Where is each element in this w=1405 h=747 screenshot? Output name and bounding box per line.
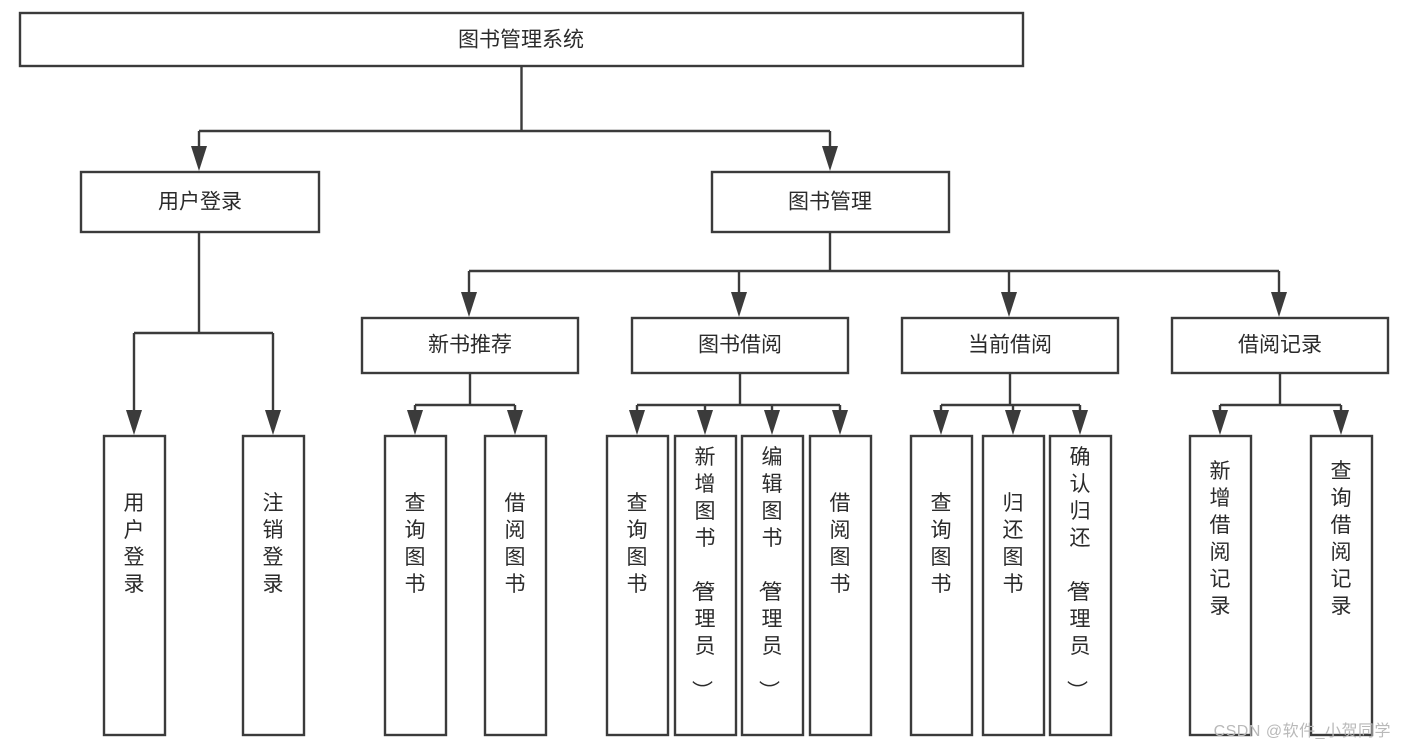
leaf-borrow-add-book[interactable]: 新增图书（管理员）: [673, 434, 738, 737]
leaf-newbook-query[interactable]: 查询图书: [383, 434, 448, 737]
leaf-records-query-rect[interactable]: [1309, 434, 1374, 737]
leaf-borrow-query[interactable]: 查询图书: [605, 434, 670, 737]
leaf-newbook-query-label: 查询图书: [405, 492, 426, 596]
node-user-login-label: 用户登录: [158, 191, 242, 214]
arrow-head-borrow-query: [629, 410, 645, 435]
node-user-login[interactable]: 用户登录: [79, 170, 321, 234]
arrow-head-records-query: [1333, 410, 1349, 435]
arrow-head-newbook: [461, 292, 477, 317]
node-current-borrow-label: 当前借阅: [968, 334, 1052, 357]
node-current-borrow-rect[interactable]: [900, 316, 1120, 375]
leaf-borrow-edit-book-label: 编辑图书（管理员）: [757, 446, 783, 701]
leaf-borrow-edit-book-rect[interactable]: [740, 434, 805, 737]
node-book-borrow-rect[interactable]: [630, 316, 850, 375]
node-new-book-recommend[interactable]: 新书推荐: [360, 316, 580, 375]
leaf-borrow-lend-book-label: 借阅图书: [830, 492, 851, 596]
arrow-head-borrow: [731, 292, 747, 317]
leaf-records-query-label: 查询借阅记录: [1331, 460, 1352, 618]
node-user-login-rect[interactable]: [79, 170, 321, 234]
node-book-management[interactable]: 图书管理: [710, 170, 951, 234]
node-layer: 图书管理系统 用户登录 图书管理 新书推荐 图书借阅 当前: [18, 11, 1390, 737]
arrow-head-login: [191, 146, 207, 171]
leaf-logout-label: 注销登录: [263, 492, 284, 596]
leaf-newbook-borrow-label: 借阅图书: [505, 492, 526, 596]
arrow-head-current-confirm: [1072, 410, 1088, 435]
leaf-current-return-label: 归还图书: [1003, 492, 1024, 596]
leaf-logout[interactable]: 注销登录: [241, 434, 306, 737]
node-root[interactable]: 图书管理系统: [18, 11, 1025, 68]
node-root-label: 图书管理系统: [458, 29, 584, 52]
leaf-borrow-query-rect[interactable]: [605, 434, 670, 737]
leaf-records-add[interactable]: 新增借阅记录: [1188, 434, 1253, 737]
leaf-records-query[interactable]: 查询借阅记录: [1309, 434, 1374, 737]
leaf-current-confirm-return-rect[interactable]: [1048, 434, 1113, 737]
leaf-current-query-rect[interactable]: [909, 434, 974, 737]
arrow-head-current-return: [1005, 410, 1021, 435]
node-book-borrow[interactable]: 图书借阅: [630, 316, 850, 375]
arrow-head-leaf-logout: [265, 410, 281, 435]
leaf-current-return[interactable]: 归还图书: [981, 434, 1046, 737]
leaf-borrow-edit-book[interactable]: 编辑图书（管理员）: [740, 434, 805, 737]
arrow-head-current: [1001, 292, 1017, 317]
node-borrow-records-label: 借阅记录: [1238, 334, 1322, 357]
leaf-user-login[interactable]: 用户登录: [102, 434, 167, 737]
node-new-book-recommend-rect[interactable]: [360, 316, 580, 375]
leaf-borrow-add-book-rect[interactable]: [673, 434, 738, 737]
node-new-book-recommend-label: 新书推荐: [428, 334, 512, 357]
node-root-rect[interactable]: [18, 11, 1025, 68]
csdn-watermark: CSDN @软件_小贺同学: [1213, 723, 1391, 740]
arrow-head-borrow-add: [697, 410, 713, 435]
arrow-head-records-add: [1212, 410, 1228, 435]
leaf-borrow-lend-book[interactable]: 借阅图书: [808, 434, 873, 737]
leaf-current-confirm-return[interactable]: 确认归还（管理员）: [1048, 434, 1113, 737]
leaf-borrow-add-book-label: 新增图书（管理员）: [690, 446, 716, 701]
node-book-management-label: 图书管理: [788, 191, 872, 214]
arrow-head-records: [1271, 292, 1287, 317]
arrow-head-leaf-user-login: [126, 410, 142, 435]
leaf-user-login-label: 用户登录: [124, 492, 145, 596]
leaf-current-return-rect[interactable]: [981, 434, 1046, 737]
leaf-borrow-lend-book-rect[interactable]: [808, 434, 873, 737]
arrow-head-borrow-lend: [832, 410, 848, 435]
leaf-user-login-rect[interactable]: [102, 434, 167, 737]
leaf-logout-rect[interactable]: [241, 434, 306, 737]
arrow-head-bookmgmt: [822, 146, 838, 171]
leaf-records-add-label: 新增借阅记录: [1210, 460, 1231, 618]
arrow-head-newbook-query: [407, 410, 423, 435]
arrow-head-newbook-borrow: [507, 410, 523, 435]
leaf-current-query[interactable]: 查询图书: [909, 434, 974, 737]
node-borrow-records-rect[interactable]: [1170, 316, 1390, 375]
node-book-borrow-label: 图书借阅: [698, 334, 782, 357]
leaf-newbook-borrow[interactable]: 借阅图书: [483, 434, 548, 737]
leaf-current-confirm-return-label: 确认归还（管理员）: [1065, 446, 1091, 701]
connector-layer: [126, 66, 1349, 435]
leaf-borrow-query-label: 查询图书: [627, 492, 648, 596]
node-borrow-records[interactable]: 借阅记录: [1170, 316, 1390, 375]
leaf-current-query-label: 查询图书: [931, 492, 952, 596]
leaf-newbook-query-rect[interactable]: [383, 434, 448, 737]
node-book-management-rect[interactable]: [710, 170, 951, 234]
leaf-newbook-borrow-rect[interactable]: [483, 434, 548, 737]
arrow-head-current-query: [933, 410, 949, 435]
node-current-borrow[interactable]: 当前借阅: [900, 316, 1120, 375]
leaf-records-add-rect[interactable]: [1188, 434, 1253, 737]
arrow-head-borrow-edit: [764, 410, 780, 435]
